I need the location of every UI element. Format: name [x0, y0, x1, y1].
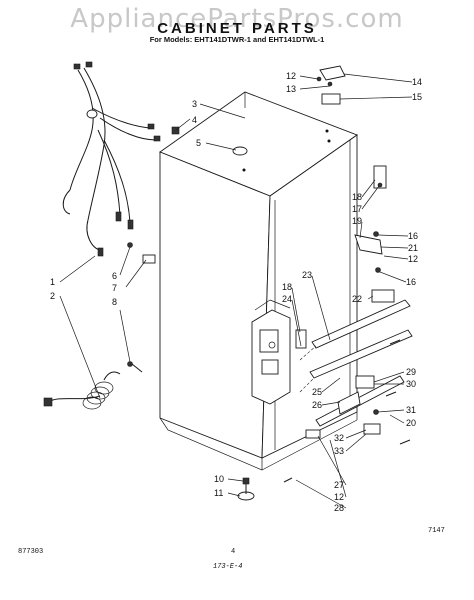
- callout-2: 2: [50, 291, 55, 301]
- callout-30: 30: [406, 379, 416, 389]
- power-cord: [43, 371, 121, 410]
- callout-19: 19: [352, 216, 362, 226]
- callout-15: 15: [412, 92, 422, 102]
- callout-10: 10: [214, 474, 224, 484]
- callout-5: 5: [196, 138, 201, 148]
- watermark: AppliancePartsPros.com: [70, 4, 404, 34]
- callout-12c: 12: [334, 492, 344, 502]
- callout-18: 18: [352, 192, 362, 202]
- shelf-rails: [299, 299, 413, 427]
- callout-numbers: 1 2 3 4 5 6 7 8 10 11 12 13 14 15 18 17 …: [50, 71, 422, 513]
- dispenser-opening: [251, 299, 291, 405]
- callout-14: 14: [412, 77, 422, 87]
- callout-32: 32: [334, 433, 344, 443]
- callout-17: 17: [352, 204, 362, 214]
- callout-27: 27: [334, 480, 344, 490]
- callout-11: 11: [214, 488, 223, 498]
- callout-6: 6: [112, 271, 117, 281]
- callout-20: 20: [406, 418, 416, 428]
- callout-25: 25: [312, 387, 322, 397]
- callout-16b: 16: [406, 277, 416, 287]
- callout-29: 29: [406, 367, 416, 377]
- callout-22: 22: [352, 294, 362, 304]
- callout-21: 21: [408, 243, 418, 253]
- callout-8: 8: [112, 297, 117, 307]
- callout-28: 28: [334, 503, 344, 513]
- hardware-parts: [127, 65, 411, 501]
- callout-24: 24: [282, 294, 292, 304]
- callout-12: 12: [286, 71, 296, 81]
- handwritten-note: 173-E-4: [213, 563, 243, 571]
- callout-3: 3: [192, 99, 197, 109]
- callout-13: 13: [286, 84, 296, 94]
- catalog-code: 877303: [18, 548, 44, 556]
- model-numbers: For Models: EHT141DTWR-1 and EHT141DTWL-…: [149, 35, 325, 44]
- page-number: 4: [231, 548, 236, 556]
- callout-31: 31: [406, 405, 416, 415]
- callout-23: 23: [302, 270, 312, 280]
- leader-lines: [59, 73, 413, 509]
- cabinet-body: [159, 91, 358, 471]
- callout-4: 4: [192, 115, 197, 125]
- callout-1: 1: [50, 277, 55, 287]
- page-title: CABINET PARTS: [157, 20, 317, 37]
- callout-7: 7: [112, 283, 117, 293]
- callout-12b: 12: [408, 254, 418, 264]
- callout-18b: 18: [282, 282, 292, 292]
- callout-33: 33: [334, 446, 344, 456]
- callout-26: 26: [312, 400, 322, 410]
- callout-16: 16: [408, 231, 418, 241]
- wiring-harness: [62, 61, 161, 257]
- figure-code: 7147: [428, 527, 445, 535]
